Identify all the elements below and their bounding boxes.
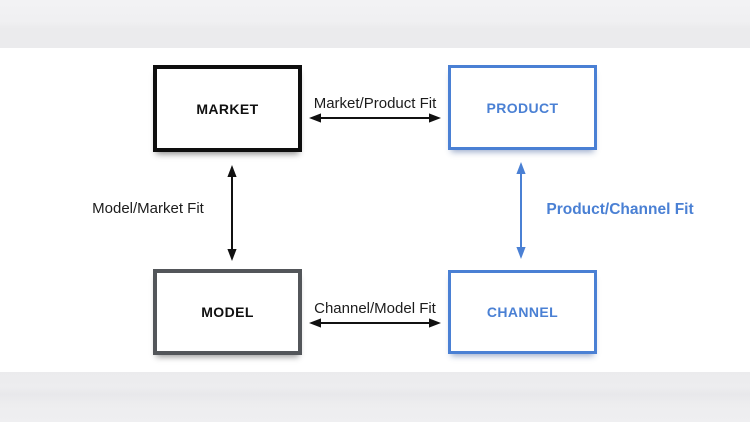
channel-box-label: CHANNEL (486, 304, 559, 320)
product-channel-fit-label: Product/Channel Fit (546, 201, 694, 218)
product-channel-double-arrow-icon (516, 162, 526, 259)
model-box: MODEL (153, 269, 302, 355)
market-box-label: MARKET (196, 100, 259, 117)
product-box: PRODUCT (448, 65, 597, 150)
model-box-label: MODEL (201, 304, 254, 320)
channel-box: CHANNEL (448, 270, 597, 354)
market-box: MARKET (153, 65, 302, 152)
product-box-label: PRODUCT (486, 99, 559, 116)
channel-model-fit-label: Channel/Model Fit (314, 300, 436, 317)
bottom-letterbox-bar (0, 372, 750, 422)
model-market-double-arrow-icon (227, 165, 237, 261)
market-product-fit-label: Market/Product Fit (313, 95, 437, 112)
model-market-fit-label: Model/Market Fit (92, 200, 204, 217)
top-letterbox-bar (0, 0, 750, 48)
channel-model-double-arrow-icon (309, 318, 441, 328)
market-product-double-arrow-icon (309, 113, 441, 123)
slide-area (0, 48, 750, 372)
